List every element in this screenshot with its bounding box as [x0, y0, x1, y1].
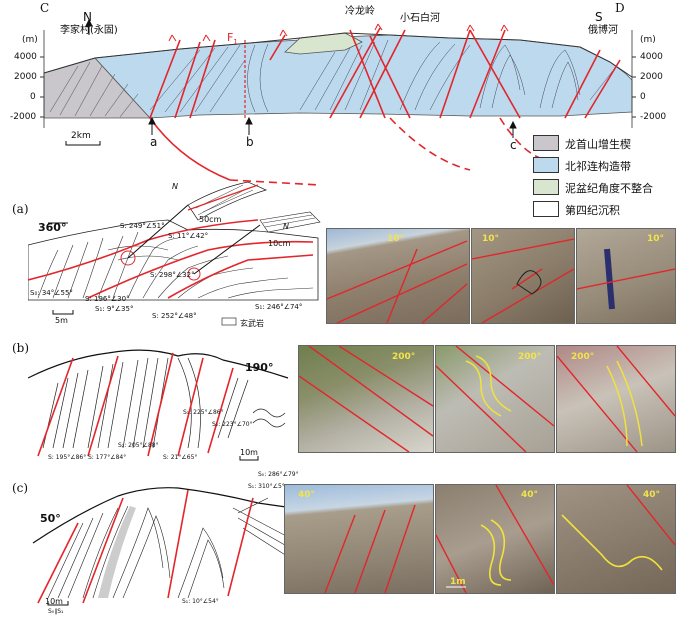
left-place-label: 李家村(永固): [60, 25, 118, 36]
axis-tick-left: 2000: [14, 72, 37, 83]
orientation-label: S₀: 286°∠79°: [258, 469, 299, 480]
photo-azimuth: 40°: [298, 490, 315, 500]
north-marker: N: [83, 12, 92, 23]
legend-label: 龙首山增生楔: [565, 136, 631, 152]
orientation-label: S₂: 205°∠88°: [118, 440, 159, 451]
photo-azimuth: 200°: [392, 352, 415, 362]
orientation-label: S₁: 246°∠74°: [255, 302, 302, 313]
legend-label: 泥盆纪角度不整合: [565, 180, 653, 196]
panel-b-photo: 200°: [298, 345, 434, 453]
point-c-label: c: [510, 140, 517, 151]
orientation-label: S₀: 34°∠55°: [30, 288, 73, 299]
legend-swatch: [533, 157, 559, 173]
river-place-label: 小石白河: [400, 13, 440, 24]
panel-b-photo: 200°: [435, 345, 555, 453]
panel-a-tag: (a): [12, 204, 29, 215]
panel-b-azimuth: 190°: [245, 362, 273, 373]
panel-b-scale: 10m: [240, 447, 258, 458]
axis-tick-right: 4000: [640, 52, 663, 63]
fault-label: F1: [227, 32, 238, 48]
panel-c-photo: 40°: [556, 484, 676, 594]
section-left-end: C: [40, 3, 49, 14]
panel-a-photo: 10°: [326, 228, 470, 324]
panel-a-photo: 10°: [471, 228, 575, 324]
panel-c-photo: 40°: [284, 484, 434, 594]
peak-place-label: 冷龙岭: [345, 6, 375, 17]
orientation-label: S: 21°∠65°: [163, 452, 197, 463]
legend-item: 北祁连构造带: [533, 157, 693, 173]
orientation-label: S₁: 9°∠35°: [95, 304, 133, 315]
panel-b-sketch: [28, 338, 298, 463]
south-marker: S: [595, 12, 603, 23]
panel-c-azimuth: 50°: [40, 513, 61, 524]
orientation-label: S: 252°∠48°: [152, 311, 197, 322]
axis-tick-right: -2000: [640, 112, 666, 123]
orientation-label: S₂: 223°∠70°: [212, 419, 253, 430]
panel-a-inset2-scale: 10cm: [268, 238, 290, 249]
photo-azimuth: 10°: [482, 234, 499, 244]
panel-a-north: N: [172, 181, 178, 192]
photo-azimuth: 200°: [571, 352, 594, 362]
panel-a-scale: 5m: [55, 315, 68, 326]
axis-tick-left: 0: [30, 92, 36, 103]
axis-tick-left: 4000: [14, 52, 37, 63]
legend-swatch: [533, 179, 559, 195]
fault-label-sub: 1: [233, 38, 237, 46]
legend-swatch: [533, 201, 559, 217]
photo-azimuth: 200°: [518, 352, 541, 362]
point-a-label: a: [150, 137, 157, 148]
panel-a-inset-scale: 50cm: [199, 214, 221, 225]
section-right-end: D: [615, 3, 625, 14]
panel-c-tag: (c): [12, 483, 28, 494]
axis-unit-right: (m): [640, 35, 656, 46]
legend-item: 第四纪沉积: [533, 201, 693, 217]
orientation-label: S: 195°∠86°: [48, 452, 86, 463]
photo-azimuth: 10°: [647, 234, 664, 244]
axis-tick-left: -2000: [10, 112, 36, 123]
panel-a-azimuth: 360°: [38, 222, 66, 233]
legend-item: 泥盆纪角度不整合: [533, 179, 693, 195]
orientation-label: S₁: 310°∠5°: [248, 481, 285, 492]
legend-swatch: [533, 135, 559, 151]
photo-scale: 1m: [450, 577, 466, 587]
panel-a-north-inset: N: [283, 221, 289, 232]
photo-azimuth: 10°: [387, 234, 404, 244]
axis-tick-right: 2000: [640, 72, 663, 83]
orientation-label: S₀∥S₁: [48, 606, 63, 617]
photo-azimuth: 40°: [521, 490, 538, 500]
orientation-label: S: 298°∠32°: [150, 270, 195, 281]
legend-label: 北祁连构造带: [565, 158, 631, 174]
legend-item: 龙首山增生楔: [533, 135, 693, 151]
legend-label: 第四纪沉积: [565, 202, 620, 218]
orientation-label: S: 249°∠51°: [120, 221, 165, 232]
orientation-label: S: 177°∠84°: [88, 452, 126, 463]
panel-c-photo: 40° 1m: [435, 484, 555, 594]
orientation-label: S: 11°∠42°: [168, 231, 208, 242]
right-place-label: 俄博河: [588, 25, 618, 36]
photo-azimuth: 40°: [643, 490, 660, 500]
axis-tick-right: 0: [640, 92, 646, 103]
orientation-label: S₁: 10°∠54°: [182, 596, 219, 607]
panel-a-basalt: 玄武岩: [240, 318, 264, 329]
panel-b-tag: (b): [12, 343, 29, 354]
orientation-label: S₁: 225°∠86°: [183, 407, 224, 418]
panel-a-photo: 10°: [576, 228, 676, 324]
point-b-label: b: [246, 137, 254, 148]
axis-unit-left: (m): [22, 35, 38, 46]
panel-b-photo: 200°: [556, 345, 676, 453]
scale-label: 2km: [71, 131, 91, 142]
